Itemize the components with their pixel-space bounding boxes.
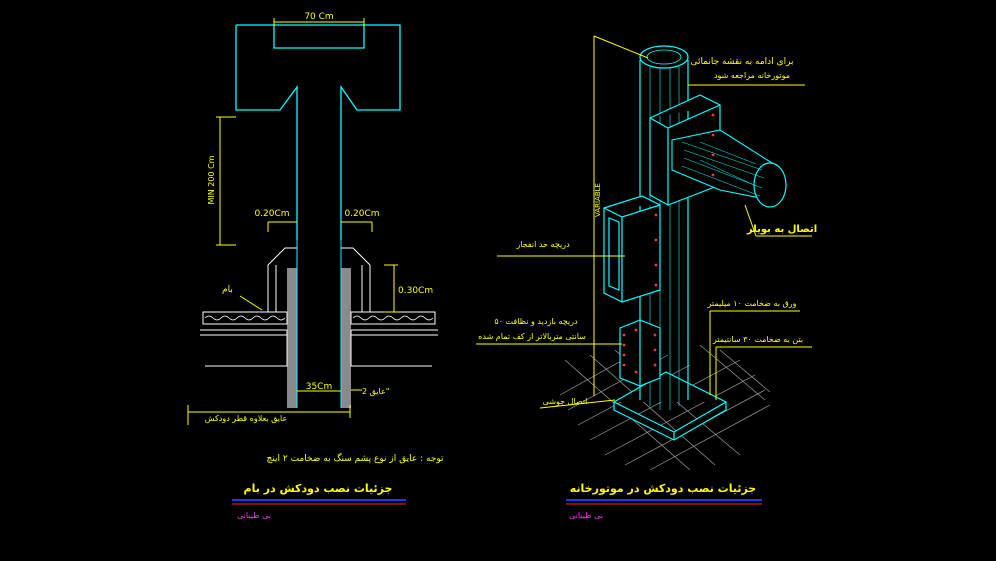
callout-explosion: دریچه حد انفجار: [497, 240, 625, 257]
dim-gaps: 0.20Cm 0.20Cm: [254, 209, 380, 232]
boiler-room-chimney-detail: VARIABLE برای ادامه به نقشه جانمائی موتو…: [476, 35, 817, 520]
dim-height: 0.30Cm: [384, 264, 433, 313]
dim-right-gap-label: 0.20Cm: [344, 209, 379, 219]
dim-pipe: 35Cm عایق 2": [297, 382, 389, 396]
left-title-block: جزئیات نصب دودکش در بام بی طیبانی: [232, 482, 406, 520]
boiler-connector: [671, 129, 787, 208]
variable-label: VARIABLE: [594, 183, 602, 217]
insulation-pipe-callout: عایق بعلاوه قطر دودکش: [187, 405, 351, 425]
roof-callout: بام: [222, 285, 263, 311]
roof-label: بام: [222, 285, 233, 295]
inspect-label-2: سانتی متربالاتر از کف تمام شده: [478, 332, 586, 341]
right-title: جزئیات نصب دودکش در موتورخانه: [570, 482, 756, 495]
flue-insulation-left: [287, 268, 297, 408]
roof-chimney-detail: 70 Cm MIN 200 Cm 0.20Cm 0.20Cm: [187, 12, 444, 520]
flue-insulation-right: [341, 268, 351, 408]
concrete-label: بتن به ضخامت ۳۰ سانتیمتر: [712, 335, 803, 344]
explosion-label: دریچه حد انفجار: [515, 240, 570, 249]
chimney-cap-outline: [235, 24, 401, 240]
dim-left-gap-label: 0.20Cm: [254, 209, 289, 219]
right-author: بی طیبانی: [569, 511, 603, 520]
callout-inspection: دریچه بازدید و نظافت ۵۰ سانتی متربالاتر …: [476, 317, 622, 345]
right-title-block: جزئیات نصب دودکش در موتورخانه بی طیبانی: [566, 482, 762, 520]
boiler-label: اتصال به بویلر: [746, 224, 817, 235]
weld-label: اتصال جوشی: [543, 397, 588, 406]
callout-boiler: اتصال به بویلر: [744, 204, 817, 237]
explosion-hatch: [603, 195, 661, 303]
insulation-pipe-label: عایق بعلاوه قطر دودکش: [205, 414, 287, 423]
insulation-label: عایق 2": [362, 387, 389, 396]
dim-top: 70 Cm: [273, 12, 365, 26]
plate-label: ورق به ضخامت ۱۰ میلیمتر: [707, 299, 797, 308]
callout-weld: اتصال جوشی: [539, 397, 616, 409]
inspection-hatch: [619, 319, 661, 387]
callout-continue: برای ادامه به نقشه جانمائی موتورخانه مرا…: [688, 57, 805, 86]
dim-height-label: 0.30Cm: [398, 286, 433, 296]
bolts: [622, 113, 715, 374]
flashing-outline: [267, 247, 371, 312]
callout-plate: ورق به ضخامت ۱۰ میلیمتر: [707, 299, 800, 395]
inspect-label-1: دریچه بازدید و نظافت ۵۰: [494, 317, 578, 326]
base-plate: [612, 371, 728, 441]
dim-top-label: 70 Cm: [304, 12, 333, 22]
dim-min-height: MIN 200 Cm: [207, 116, 236, 246]
insulation-note: توجه : عایق از نوع پشم سنگ به ضخامت ۲ ای…: [266, 452, 444, 464]
roof-slab: [200, 311, 438, 367]
continue-label-1: برای ادامه به نقشه جانمائی: [690, 57, 793, 67]
continue-label-2: موتورخانه مراجعه شود: [714, 71, 790, 80]
dim-min-label: MIN 200 Cm: [207, 155, 216, 204]
callout-concrete: بتن به ضخامت ۳۰ سانتیمتر: [712, 335, 812, 400]
left-title: جزئیات نصب دودکش در بام: [244, 482, 393, 495]
dim-pipe-label: 35Cm: [306, 382, 333, 392]
left-author: بی طیبانی: [237, 511, 271, 520]
dim-variable: VARIABLE: [593, 35, 649, 396]
